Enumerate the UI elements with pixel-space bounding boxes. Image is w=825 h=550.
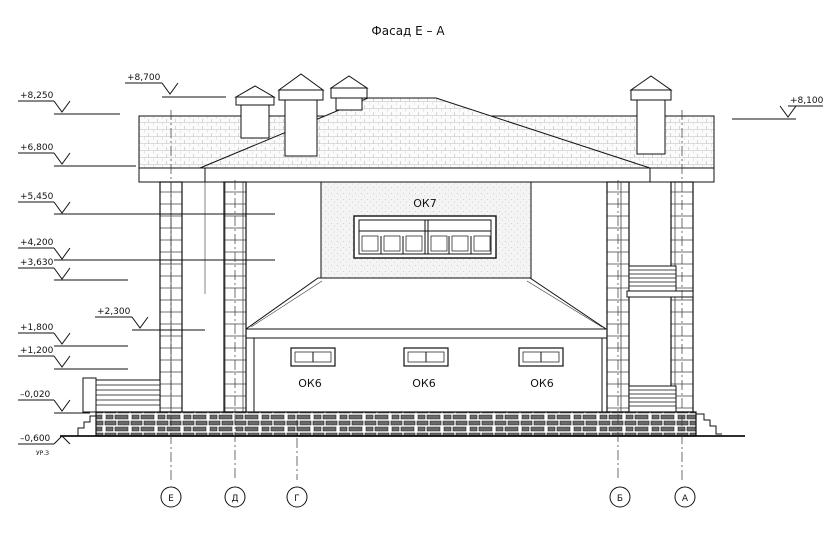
svg-text:+5,450: +5,450 xyxy=(20,192,54,202)
window-ok6-2 xyxy=(403,347,449,367)
svg-text:+4,200: +4,200 xyxy=(20,238,54,248)
railing-right-lower xyxy=(628,385,677,413)
svg-text:+8,100: +8,100 xyxy=(790,96,824,106)
level-3630: +3,630 xyxy=(18,258,128,281)
window-ok6-3 xyxy=(518,347,564,367)
chimney-2 xyxy=(277,73,325,157)
drawing-title: Фасад Е – А xyxy=(371,24,445,38)
chimney-4 xyxy=(629,75,673,155)
level-6800: +6,800 xyxy=(18,143,136,167)
window-ok6-2-label: ОК6 xyxy=(412,377,435,390)
ground-level-note: УР.З xyxy=(36,450,49,457)
axis-marker-g: Г xyxy=(286,486,308,508)
svg-text:–0,600: –0,600 xyxy=(20,434,51,444)
svg-text:+6,800: +6,800 xyxy=(20,143,54,153)
svg-text:Г: Г xyxy=(294,494,300,504)
level-8700: +8,700 xyxy=(125,73,226,98)
level-1200: +1,200 xyxy=(18,346,128,370)
chimney-3 xyxy=(329,75,369,111)
window-ok6-1 xyxy=(290,347,336,367)
svg-text:Д: Д xyxy=(231,494,238,504)
level-minus-0020: –0,020 xyxy=(18,390,90,414)
svg-text:–0,020: –0,020 xyxy=(20,390,51,400)
balcony-right xyxy=(626,265,694,298)
axis-lines xyxy=(170,110,683,480)
svg-text:+8,700: +8,700 xyxy=(127,73,161,83)
window-ok6-3-label: ОК6 xyxy=(530,377,553,390)
level-1800: +1,800 xyxy=(18,323,128,347)
roof-eave xyxy=(138,167,715,183)
svg-text:Б: Б xyxy=(617,494,623,504)
level-8100: +8,100 xyxy=(732,96,824,120)
axis-marker-b: Б xyxy=(609,486,631,508)
svg-text:+1,200: +1,200 xyxy=(20,346,54,356)
svg-text:Е: Е xyxy=(168,494,174,504)
svg-text:+3,630: +3,630 xyxy=(20,258,54,268)
axis-marker-a: А xyxy=(674,486,696,508)
svg-text:А: А xyxy=(682,494,689,504)
axis-marker-d: Д xyxy=(224,486,246,508)
railing-left xyxy=(82,377,161,413)
axis-marker-e: Е xyxy=(160,486,182,508)
upper-roof xyxy=(138,97,715,183)
steps-right xyxy=(696,413,722,435)
svg-text:+2,300: +2,300 xyxy=(97,307,131,317)
window-ok6-1-label: ОК6 xyxy=(298,377,321,390)
svg-text:+8,250: +8,250 xyxy=(20,91,54,101)
svg-text:+1,800: +1,800 xyxy=(20,323,54,333)
level-marks: +8,250 +8,700 +8,100 +6,800 +5,450 xyxy=(18,73,824,457)
level-2300: +2,300 xyxy=(95,307,205,331)
window-ok7 xyxy=(353,215,497,259)
level-8250: +8,250 xyxy=(18,91,120,115)
level-minus-0600: –0,600 УР.З xyxy=(18,434,71,457)
level-4200: +4,200 xyxy=(18,238,275,261)
level-5450: +5,450 xyxy=(18,192,275,215)
chimney-1 xyxy=(234,85,276,139)
lower-roof xyxy=(243,277,611,339)
steps-left xyxy=(72,415,96,437)
stone-plinth xyxy=(95,411,697,437)
window-ok7-label: ОК7 xyxy=(413,197,436,210)
